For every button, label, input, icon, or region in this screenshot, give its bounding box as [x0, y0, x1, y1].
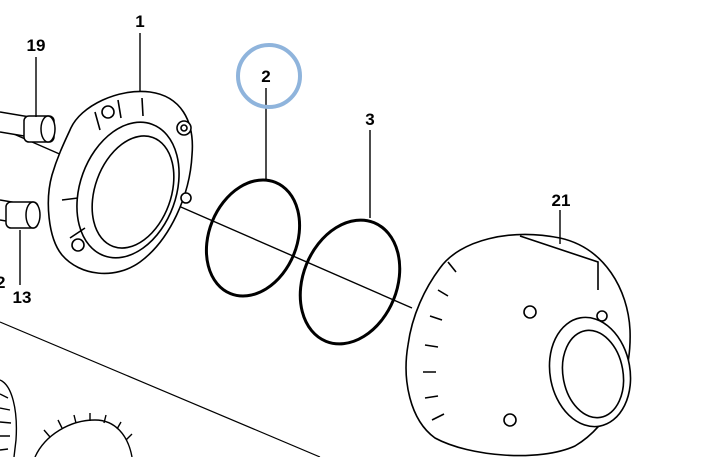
callout-label-13: 13 [13, 288, 32, 307]
callout-label-21: 21 [552, 191, 571, 210]
callout-label-19: 19 [27, 36, 46, 55]
callout-label-2: 2 [261, 67, 270, 86]
lower-guide-line [0, 321, 321, 458]
callout-label-12-partial: 2 [0, 273, 5, 292]
callout-label-3: 3 [365, 110, 374, 129]
flange-part-1 [47, 90, 194, 275]
gear-partial-left [0, 379, 18, 458]
callout-highlight-circle [236, 43, 302, 109]
pin-part-13 [0, 199, 41, 229]
leader-lines [19, 33, 561, 285]
pin-part-19 [0, 111, 56, 143]
o-ring-part-3 [298, 218, 402, 346]
gear-partial-bottom [34, 413, 133, 458]
o-ring-part-2 [204, 178, 302, 298]
housing-part-21 [405, 233, 632, 457]
callout-label-1: 1 [135, 12, 144, 31]
